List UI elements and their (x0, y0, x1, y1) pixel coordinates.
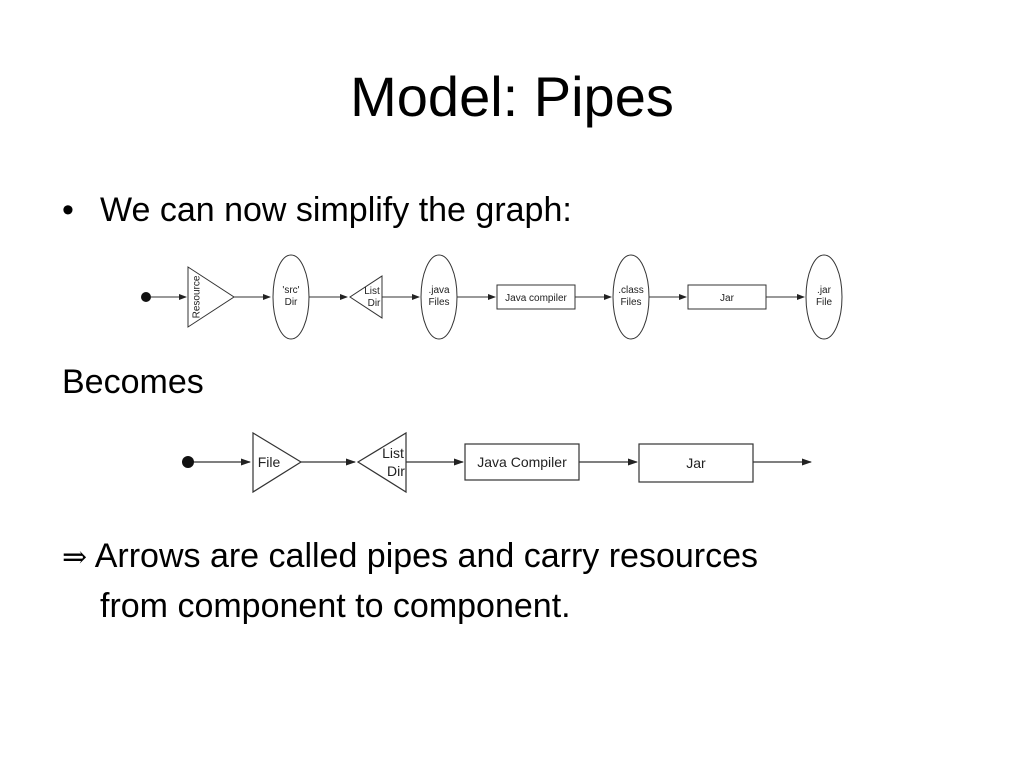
start-node (182, 456, 194, 468)
bullet-item: • We can now simplify the graph: (62, 188, 572, 232)
implies-symbol: ⇒ (62, 540, 88, 575)
list-dir-label-1: List (364, 286, 380, 297)
jar-file-resource (805, 254, 843, 340)
jar-file-label-1: .jar (817, 285, 832, 296)
slide-title: Model: Pipes (350, 65, 674, 128)
jar-component (638, 443, 754, 483)
java-compiler-label: Java Compiler (477, 454, 567, 470)
resource-component (187, 266, 235, 328)
file-label: File (258, 454, 281, 470)
java-compiler-component (464, 443, 580, 481)
java-compiler-label: Java compiler (505, 293, 567, 304)
src-dir-label-2: Dir (285, 297, 298, 308)
src-dir-label-1: 'src' (282, 285, 299, 296)
jar-component (687, 284, 767, 310)
bullet-text: We can now simplify the graph: (100, 191, 572, 229)
list-dir-label-2: Dir (387, 463, 405, 479)
conclusion-text: ⇒ Arrows are called pipes and carry reso… (62, 532, 962, 630)
list-dir-label-2: Dir (368, 298, 381, 309)
start-node (141, 292, 151, 302)
simplified-pipeline-diagram: File List Dir Java Compiler Jar (182, 431, 812, 494)
java-files-label-2: Files (428, 297, 449, 308)
conclusion-line-1: ⇒ Arrows are called pipes and carry reso… (62, 532, 962, 582)
full-pipeline-diagram: Resource 'src' Dir List Dir .java Files … (141, 254, 843, 340)
java-files-label-1: .java (428, 285, 450, 296)
jar-file-label-2: File (816, 297, 833, 308)
jar-label: Jar (686, 455, 706, 471)
class-files-label-1: .class (618, 285, 644, 296)
list-dir-label-1: List (382, 445, 404, 461)
file-component (252, 431, 303, 494)
becomes-label: Becomes (62, 363, 204, 401)
bullet-symbol: • (62, 191, 74, 229)
list-dir-component (349, 275, 383, 319)
conclusion-line-1-text: Arrows are called pipes and carry resour… (87, 537, 758, 575)
conclusion-line-2: from component to component. (100, 587, 571, 625)
class-files-label-2: Files (620, 297, 641, 308)
jar-label: Jar (720, 293, 735, 304)
resource-label: Resource (192, 275, 203, 318)
